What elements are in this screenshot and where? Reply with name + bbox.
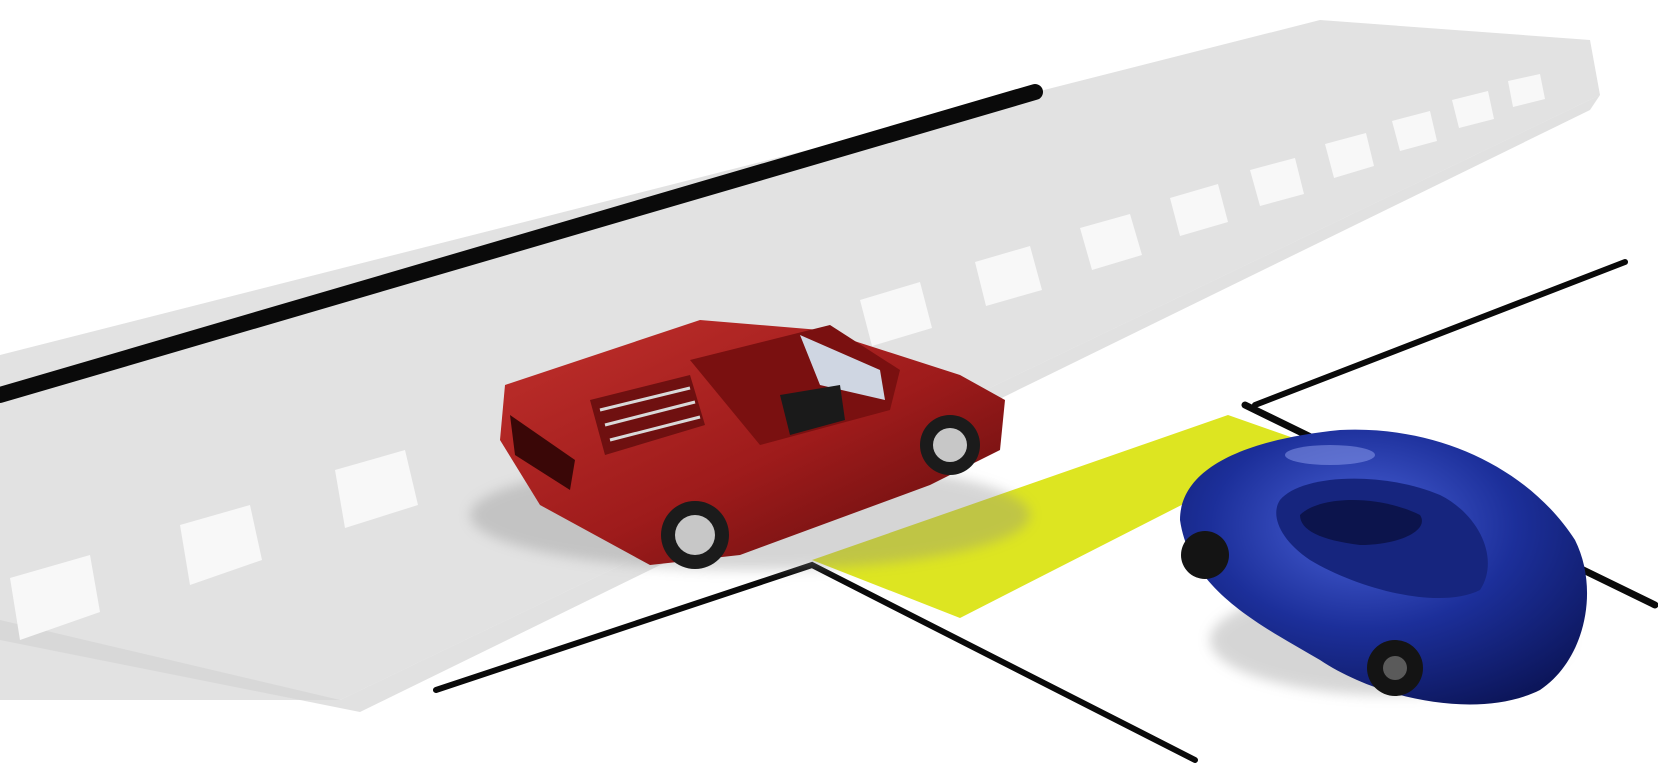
blue-car-highlight xyxy=(1285,445,1375,465)
blue-car-front-wheel xyxy=(1181,531,1229,579)
blue-car xyxy=(1180,430,1587,705)
side-road-edge-upper xyxy=(1255,262,1625,405)
